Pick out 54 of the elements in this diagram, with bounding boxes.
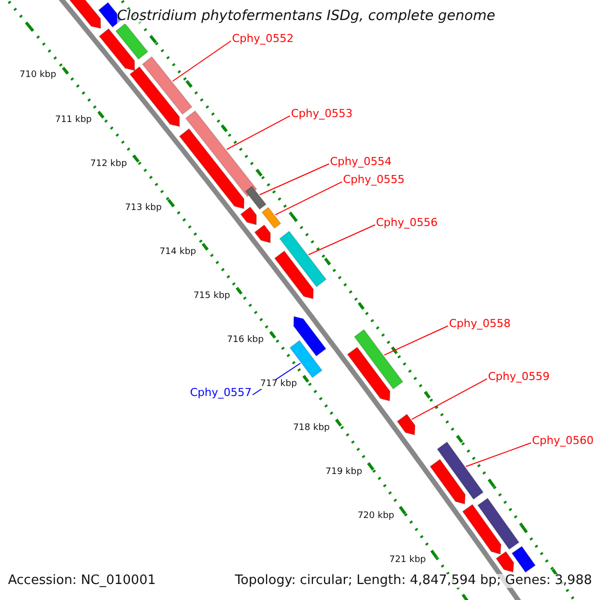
gene-block xyxy=(496,550,514,573)
gene-block xyxy=(430,458,466,505)
leader-line xyxy=(172,40,232,82)
scale-label: 720 kbp xyxy=(356,512,396,522)
gene-block xyxy=(477,498,520,550)
scale-label: 712 kbp xyxy=(89,160,128,170)
gene-block xyxy=(129,66,180,128)
gene-block xyxy=(436,441,484,500)
leader-line xyxy=(308,224,376,256)
gene-label: Cphy_0554 xyxy=(330,156,392,168)
scale-label: 716 kbp xyxy=(226,336,265,346)
scale-label: 714 kbp xyxy=(158,248,198,258)
gene-block xyxy=(240,206,257,226)
gene-block xyxy=(346,346,390,402)
scale-label: 715 kbp xyxy=(192,292,232,302)
gene-label: Cphy_0557 xyxy=(190,387,252,400)
leader-line xyxy=(466,442,532,467)
scale-label: 717 kbp xyxy=(259,380,298,390)
scale-label: 713 kbp xyxy=(124,204,163,214)
gene-block xyxy=(254,224,271,244)
gene-label: Cphy_0558 xyxy=(449,318,511,330)
gene-block xyxy=(185,110,258,198)
gene-block xyxy=(511,546,536,573)
gene-block xyxy=(289,340,323,378)
leader-line xyxy=(226,115,290,150)
genome-summary-text: Topology: circular; Length: 4,847,594 bp; Genes: 3,988 xyxy=(234,574,592,588)
gene-label: Cphy_0556 xyxy=(376,217,438,230)
gene-label: Cphy_0552 xyxy=(232,33,294,46)
scale-label: 710 kbp xyxy=(18,71,58,82)
scale-label: 718 kbp xyxy=(292,424,331,434)
gene-block xyxy=(261,206,282,229)
leader-line xyxy=(274,181,342,216)
leader-line xyxy=(411,378,488,420)
gene-label: Cphy_0559 xyxy=(488,371,550,384)
accession-text: Accession: NC_010001 xyxy=(8,574,156,588)
scale-label: 719 kbp xyxy=(324,468,364,478)
gene-label: Cphy_0555 xyxy=(343,174,405,186)
gene-block xyxy=(178,128,244,210)
gene-block xyxy=(115,22,148,60)
gene-block xyxy=(396,414,416,436)
gene-block xyxy=(98,28,136,72)
leader-line xyxy=(259,163,330,196)
gene-label: Cphy_0560 xyxy=(532,435,594,448)
title: Clostridium phytofermentans ISDg, complete genome xyxy=(117,9,496,24)
scale-label: 721 kbp xyxy=(388,556,427,566)
gene-block xyxy=(354,328,404,390)
leader-line xyxy=(384,325,448,356)
gene-block xyxy=(293,316,327,357)
gene-block xyxy=(462,504,502,555)
gene-block xyxy=(279,230,327,288)
gene-block xyxy=(142,56,193,115)
scale-label: 711 kbp xyxy=(54,116,93,126)
gene-label: Cphy_0553 xyxy=(291,108,353,120)
gene-block xyxy=(274,250,314,300)
